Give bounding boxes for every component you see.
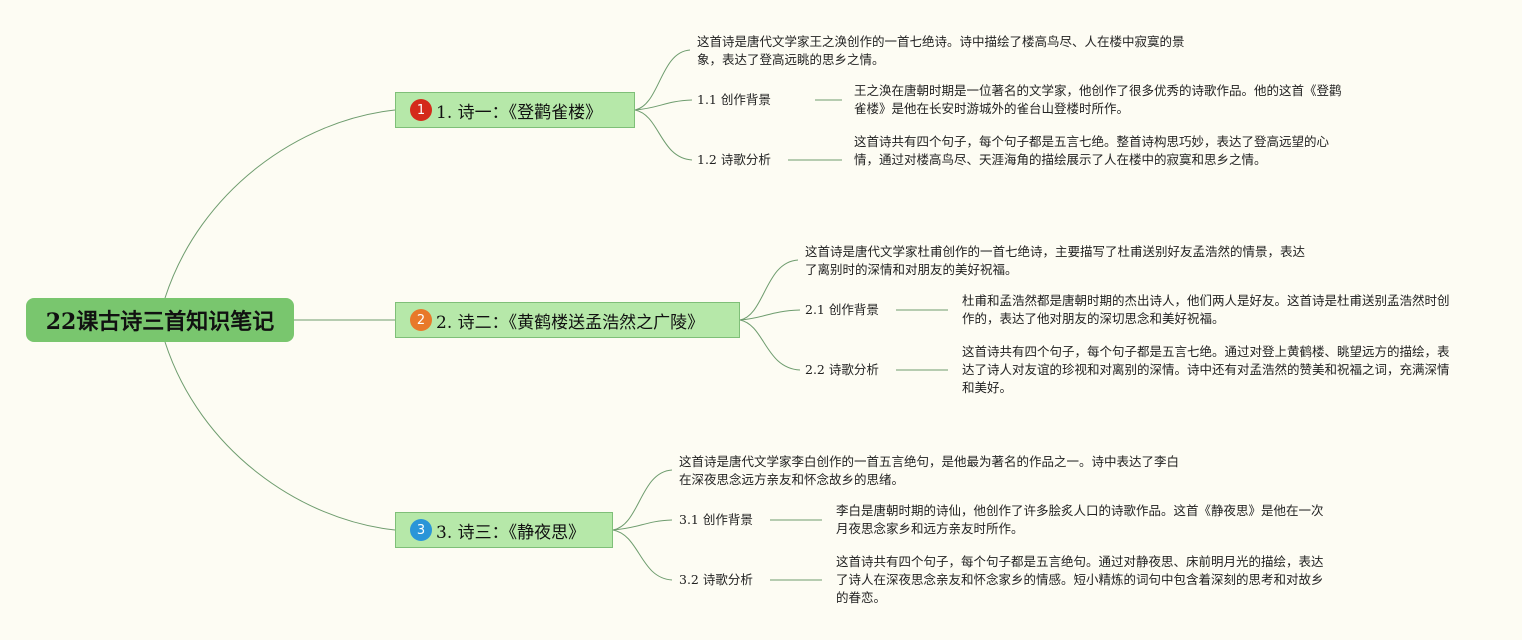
link-branch-2-intro — [739, 259, 799, 321]
link-branch-3-sub-2 — [612, 529, 673, 581]
number-badge-3: 3 — [410, 519, 432, 541]
link-branch-1-intro — [634, 49, 691, 111]
branch-3-sub-1-label[interactable]: 3.1 创作背景 — [679, 512, 753, 527]
link-branch-2-sub-2 — [739, 319, 801, 371]
link-branch-2-sub-1 — [739, 309, 801, 321]
link-root-branch-3 — [164, 341, 396, 531]
link-branch-1-sub-1 — [634, 99, 693, 111]
root-title: 22课古诗三首知识笔记 — [45, 309, 275, 335]
branch-2-intro[interactable]: 这首诗是唐代文学家杜甫创作的一首七绝诗，主要描写了杜甫送别好友孟浩然的情景，表达… — [805, 244, 1306, 277]
number-badge-1: 1 — [410, 99, 432, 121]
branch-node-1[interactable]: 1 1. 诗一：《登鹳雀楼》 — [395, 92, 635, 128]
branch-title-3: 3. 诗三：《静夜思》 — [436, 522, 586, 543]
branch-2-sub-1-text[interactable]: 杜甫和孟浩然都是唐朝时期的杰出诗人，他们两人是好友。这首诗是杜甫送别孟浩然时创作… — [962, 293, 1450, 326]
link-branch-1-sub-2 — [634, 109, 693, 161]
branch-3-sub-1-text[interactable]: 李白是唐朝时期的诗仙，他创作了许多脍炙人口的诗歌作品。这首《静夜思》是他在一次月… — [836, 503, 1324, 536]
number-badge-2: 2 — [410, 309, 432, 331]
branch-node-3[interactable]: 3 3. 诗三：《静夜思》 — [395, 512, 613, 548]
branch-2-sub-1-label[interactable]: 2.1 创作背景 — [805, 302, 879, 317]
branch-node-2[interactable]: 2 2. 诗二：《黄鹤楼送孟浩然之广陵》 — [395, 302, 740, 338]
branch-3-sub-2-label[interactable]: 3.2 诗歌分析 — [679, 572, 753, 587]
branch-3-intro[interactable]: 这首诗是唐代文学家李白创作的一首五言绝句，是他最为著名的作品之一。诗中表达了李白… — [679, 454, 1180, 487]
branch-1-sub-1-label[interactable]: 1.1 创作背景 — [697, 92, 771, 107]
link-branch-3-intro — [612, 469, 673, 531]
branch-title-2: 2. 诗二：《黄鹤楼送孟浩然之广陵》 — [436, 312, 705, 333]
branch-1-intro[interactable]: 这首诗是唐代文学家王之涣创作的一首七绝诗。诗中描绘了楼高鸟尽、人在楼中寂寞的景象… — [697, 34, 1185, 67]
branch-1-sub-2-text[interactable]: 这首诗共有四个句子，每个句子都是五言七绝。整首诗构思巧妙，表达了登高远望的心情，… — [854, 134, 1330, 167]
branch-1-sub-2-label[interactable]: 1.2 诗歌分析 — [697, 152, 771, 167]
link-branch-3-sub-1 — [612, 519, 673, 531]
branch-2-sub-2-label[interactable]: 2.2 诗歌分析 — [805, 362, 879, 377]
branch-2-sub-2-text[interactable]: 这首诗共有四个句子，每个句子都是五言七绝。通过对登上黄鹤楼、眺望远方的描绘，表达… — [962, 344, 1450, 395]
branch-title-1: 1. 诗一：《登鹳雀楼》 — [436, 102, 603, 123]
branch-1-sub-1-text[interactable]: 王之涣在唐朝时期是一位著名的文学家，他创作了很多优秀的诗歌作品。他的这首《登鹳雀… — [854, 83, 1342, 116]
link-root-branch-1 — [164, 109, 396, 299]
branch-3-sub-2-text[interactable]: 这首诗共有四个句子，每个句子都是五言绝句。通过对静夜思、床前明月光的描绘，表达了… — [836, 554, 1324, 605]
root-node[interactable]: 22课古诗三首知识笔记 — [26, 298, 294, 342]
